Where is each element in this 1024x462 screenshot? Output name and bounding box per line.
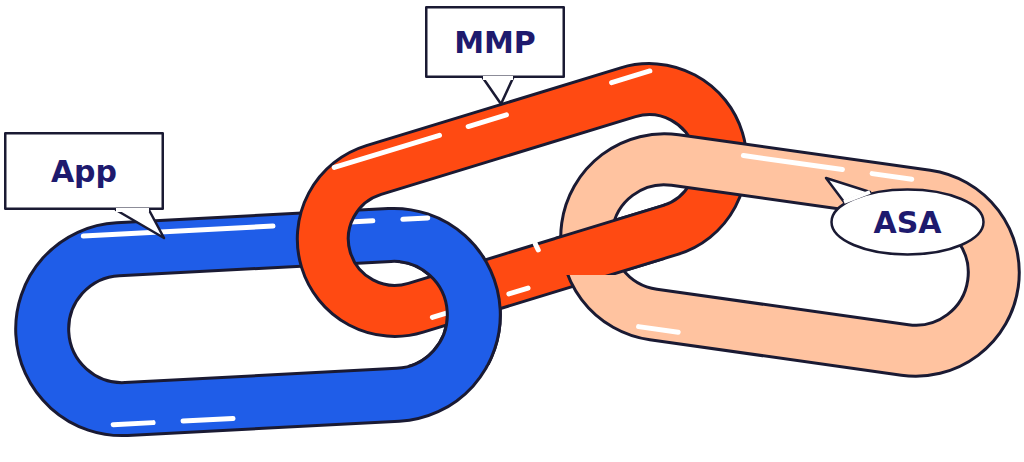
bubble-label: ASA <box>873 206 941 239</box>
speech-bubble: ASA <box>830 188 985 256</box>
speech-bubble: MMP <box>425 6 565 78</box>
bubble-label: App <box>51 155 117 188</box>
blue-chain-link <box>37 213 526 428</box>
speech-bubble: App <box>4 132 164 210</box>
bubble-label: MMP <box>454 26 536 59</box>
interlock-overlay <box>555 175 665 275</box>
interlock-overlay <box>400 255 478 365</box>
